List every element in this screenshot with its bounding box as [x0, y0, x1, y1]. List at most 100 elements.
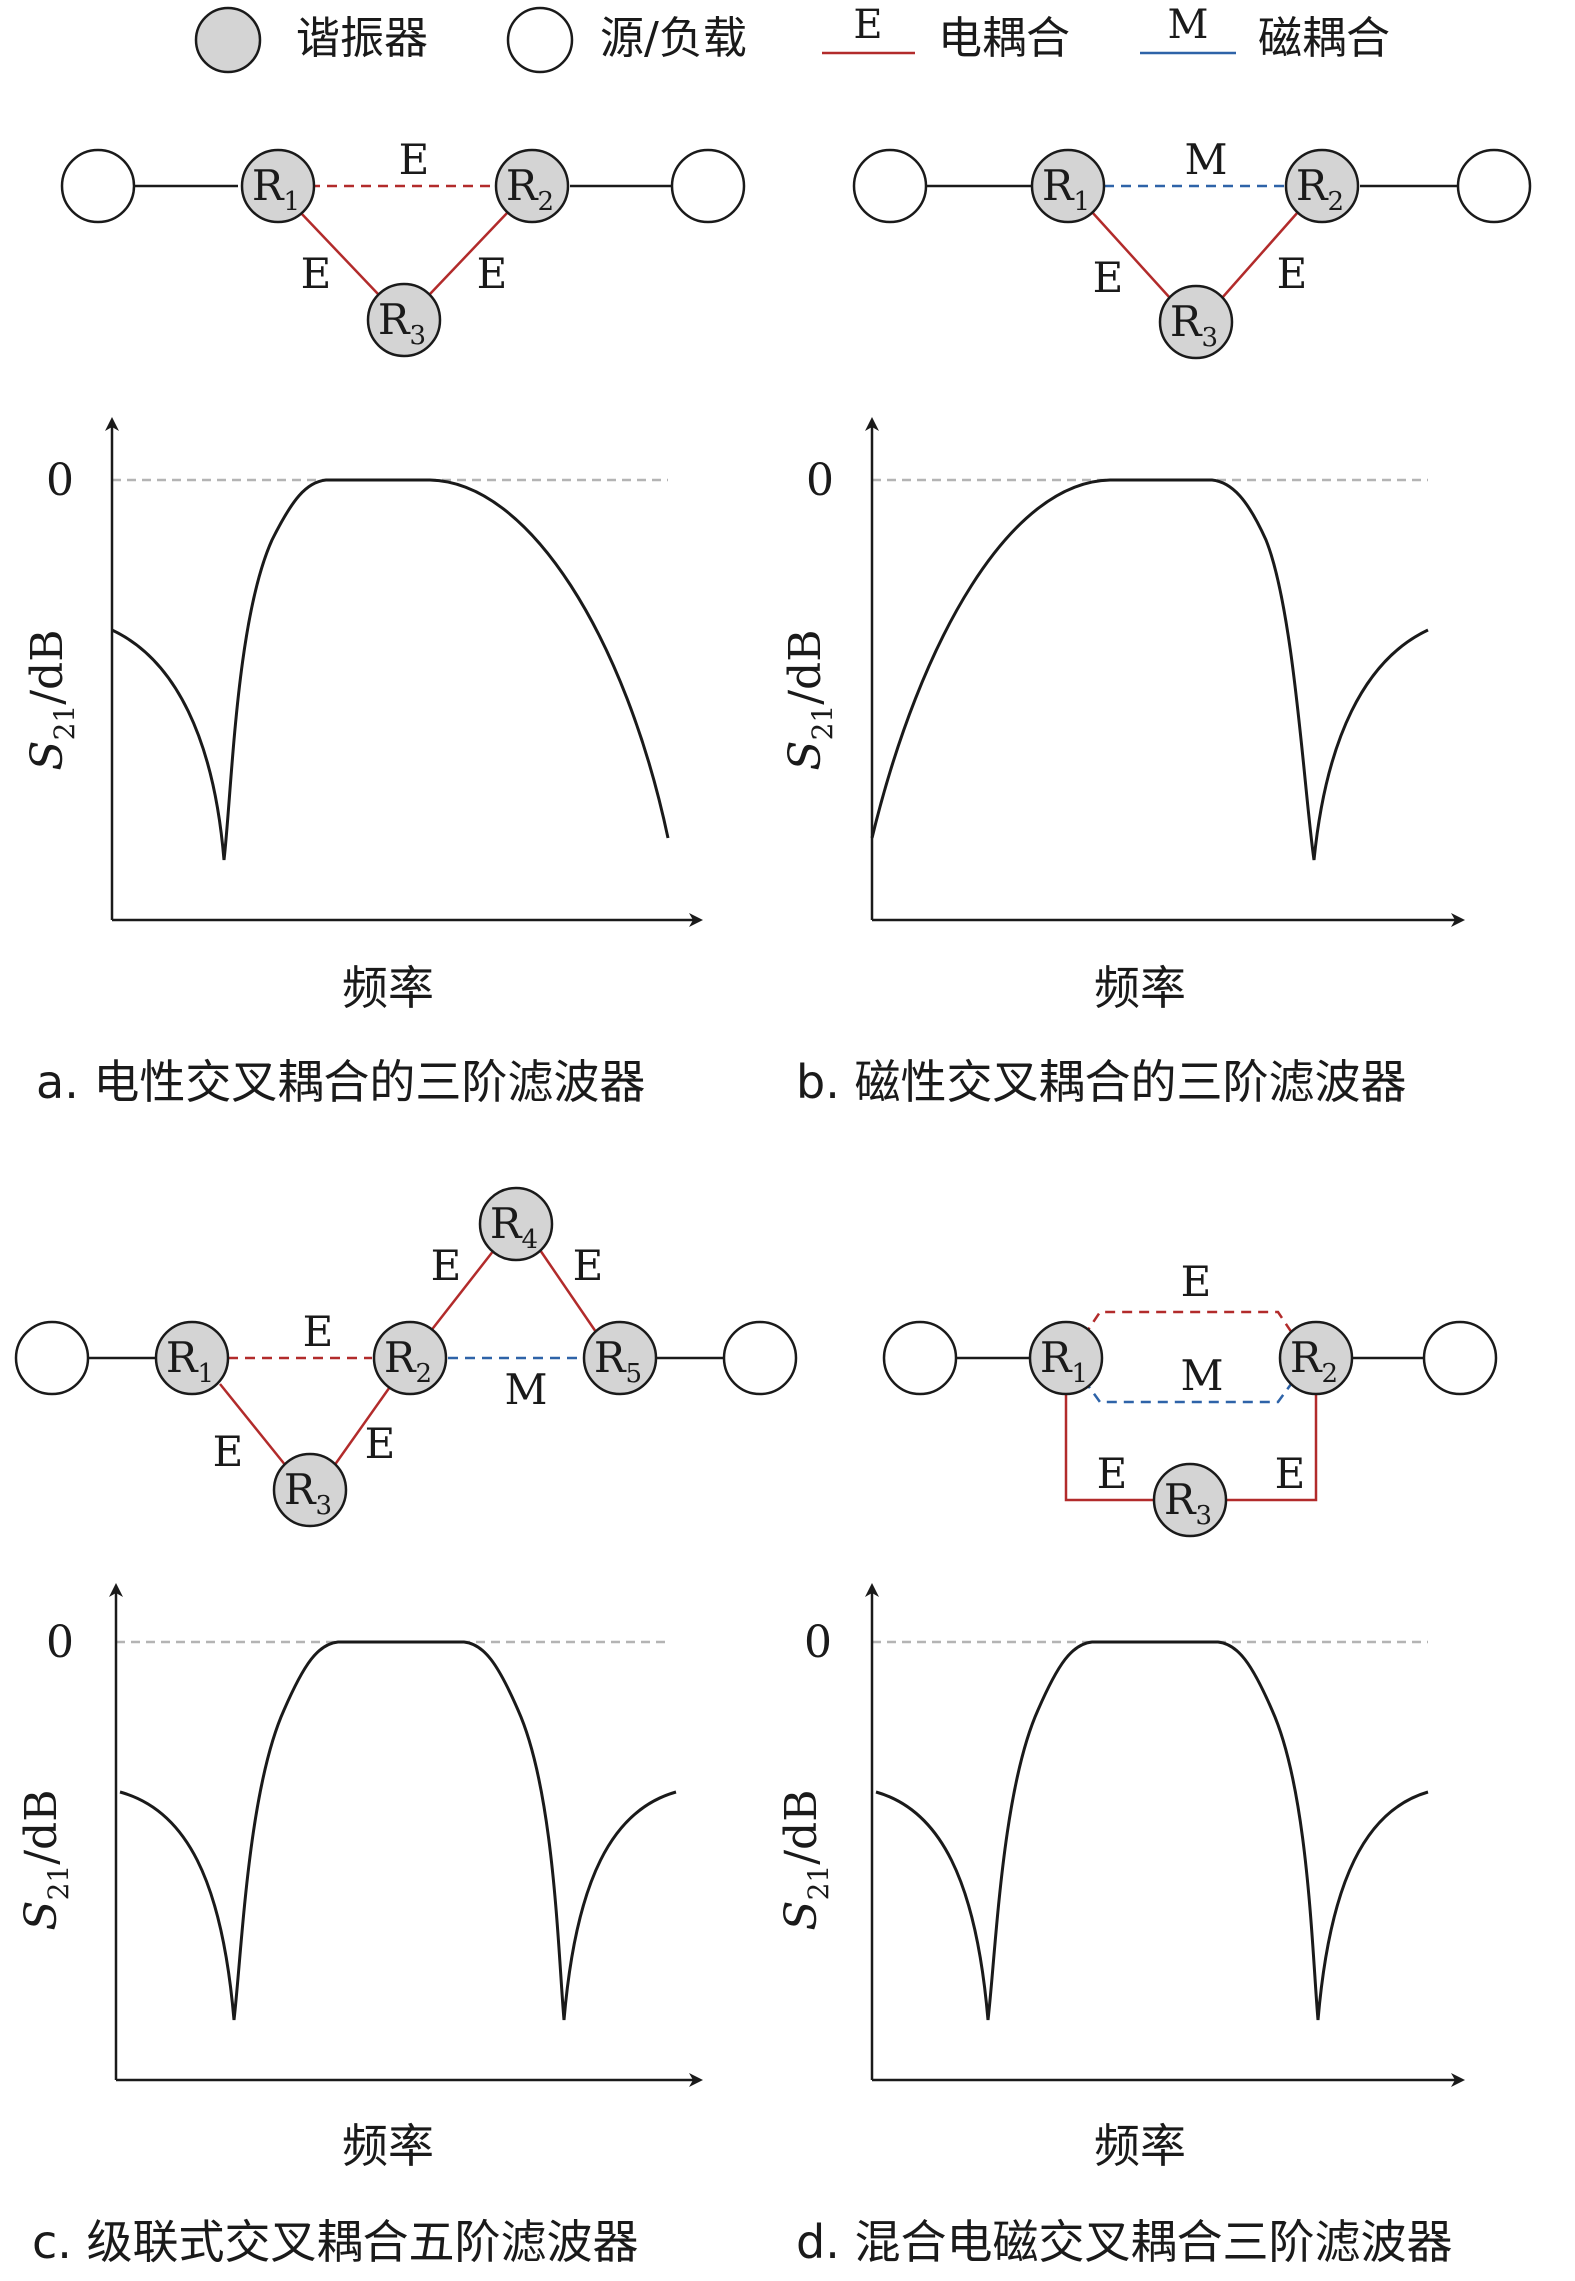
resonator-c-r5-label: R5: [594, 1333, 642, 1389]
panel-d-topology: E M E E R1 R2 R3: [882, 1257, 1498, 1538]
legend-electric-label: 电耦合: [938, 13, 1070, 64]
edge-b-r1-r3-label: E: [1093, 253, 1124, 302]
edge-c-r1-r3-label: E: [213, 1427, 244, 1476]
port-c-source: [14, 1320, 90, 1396]
panel-b-topology: M E E R1 R2 R3: [852, 135, 1532, 360]
port-b-load: [1456, 148, 1532, 224]
resonator-b-r3: [1158, 284, 1234, 360]
panel-a-response-curve: [111, 478, 670, 861]
edge-d-r1-r2-magnetic-label: M: [1180, 1351, 1223, 1400]
legend-source-load-label: 源/负载: [600, 13, 747, 64]
resonator-a-r3: [366, 282, 442, 358]
panel-b-y-label: S21/dB: [780, 629, 839, 770]
resonator-c-r4: [478, 1186, 554, 1262]
panel-c-y-label: S21/dB: [16, 1789, 75, 1930]
edge-b-r1-r2-label: M: [1184, 135, 1227, 184]
panel-c-zero-tick: 0: [46, 1617, 74, 1668]
edge-d-r1-r3: [1064, 1394, 1154, 1502]
panel-a-zero-tick: 0: [46, 455, 74, 506]
resonator-c-r1-label: R1: [166, 1333, 214, 1389]
panel-b-zero-tick: 0: [806, 455, 834, 506]
panel-a-topology: E E E R1 R2 R3: [60, 135, 746, 358]
legend-resonator-icon: [194, 6, 262, 74]
legend-resonator-label: 谐振器: [296, 13, 428, 64]
panel-c-plot: 0 S21/dB 频率 c. 级联式交叉耦合五阶滤波器: [16, 1583, 703, 2269]
resonator-b-r2-label: R2: [1296, 161, 1344, 217]
resonator-d-r3-label: R3: [1164, 1475, 1212, 1531]
panel-d-x-label: 频率: [1094, 2119, 1186, 2173]
panel-c-caption: c. 级联式交叉耦合五阶滤波器: [32, 2215, 639, 2269]
resonator-c-r3: [272, 1452, 348, 1528]
edge-d-r1-r3-label: E: [1097, 1449, 1128, 1498]
resonator-a-r1-label: R1: [252, 161, 300, 217]
edge-a-r3-r2: [429, 211, 509, 295]
resonator-d-r1-label: R1: [1040, 1333, 1088, 1389]
edge-a-r3-r2-label: E: [477, 249, 508, 298]
port-b-source: [852, 148, 928, 224]
resonator-c-r2-label: R2: [384, 1333, 432, 1389]
edge-c-r1-r3: [219, 1383, 287, 1467]
resonator-a-r2: [494, 148, 570, 224]
resonator-d-r2: [1278, 1320, 1354, 1396]
panel-d-zero-tick: 0: [804, 1617, 832, 1668]
legend-magnetic-symbol: M: [1168, 2, 1209, 48]
edge-d-r3-r2: [1226, 1394, 1318, 1502]
resonator-b-r2: [1284, 148, 1360, 224]
panel-d-response-curve: [875, 1640, 1429, 2021]
port-c-load: [722, 1320, 798, 1396]
edge-c-r3-r2: [332, 1383, 394, 1467]
panel-c-x-label: 频率: [342, 2119, 434, 2173]
panel-d-caption: d. 混合电磁交叉耦合三阶滤波器: [796, 2215, 1452, 2269]
edge-c-r2-r5-label: M: [504, 1365, 547, 1414]
resonator-b-r1-label: R1: [1042, 161, 1090, 217]
edge-c-r3-r2-label: E: [365, 1419, 396, 1468]
panel-b-plot: 0 S21/dB 频率 b. 磁性交叉耦合的三阶滤波器: [780, 417, 1465, 1109]
port-a-load: [670, 148, 746, 224]
edge-a-r1-r3: [299, 211, 379, 295]
edge-b-r1-r3: [1091, 211, 1171, 299]
resonator-c-r2: [372, 1320, 448, 1396]
edge-b-r3-r2: [1221, 211, 1299, 299]
resonator-c-r1: [154, 1320, 230, 1396]
panel-c-topology: E E E E E M R1 R2 R3 R4 R5: [14, 1186, 798, 1528]
panel-b-x-label: 频率: [1094, 961, 1186, 1015]
port-d-load: [1422, 1320, 1498, 1396]
edge-c-r2-r4: [429, 1249, 495, 1333]
panel-a-caption: a. 电性交叉耦合的三阶滤波器: [36, 1055, 645, 1109]
port-d-source: [882, 1320, 958, 1396]
legend-magnetic-label: 磁耦合: [1258, 13, 1390, 64]
legend: 谐振器 源/负载 E 电耦合 M 磁耦合: [194, 2, 1390, 74]
edge-c-r1-r2-label: E: [303, 1307, 334, 1356]
panel-a-plot: 0 S21/dB 频率 a. 电性交叉耦合的三阶滤波器: [22, 417, 703, 1109]
resonator-b-r3-label: R3: [1170, 297, 1218, 353]
panel-c-response-curve: [119, 1640, 677, 2021]
resonator-d-r3: [1152, 1462, 1228, 1538]
edge-d-r1-r2-electric-label: E: [1181, 1257, 1212, 1306]
edge-c-r2-r4-label: E: [431, 1241, 462, 1290]
resonator-b-r1: [1030, 148, 1106, 224]
edge-d-r3-r2-label: E: [1275, 1449, 1306, 1498]
resonator-c-r4-label: R4: [490, 1199, 538, 1255]
resonator-a-r2-label: R2: [506, 161, 554, 217]
edge-a-r1-r2-label: E: [399, 135, 430, 184]
panel-a-x-label: 频率: [342, 961, 434, 1015]
panel-b-response-curve: [870, 478, 1429, 861]
edge-d-r1-r2-electric: [1082, 1310, 1296, 1337]
panel-a-y-label: S21/dB: [22, 629, 81, 770]
port-a-source: [60, 148, 136, 224]
panel-d-y-label: S21/dB: [776, 1789, 835, 1930]
resonator-c-r5: [582, 1320, 658, 1396]
edge-a-r1-r3-label: E: [301, 249, 332, 298]
legend-port-icon: [506, 6, 574, 74]
resonator-a-r3-label: R3: [378, 295, 426, 351]
panel-d-plot: 0 S21/dB 频率 d. 混合电磁交叉耦合三阶滤波器: [776, 1583, 1465, 2269]
legend-electric-symbol: E: [853, 2, 882, 48]
edge-c-r4-r5: [538, 1249, 598, 1333]
edge-c-r4-r5-label: E: [573, 1241, 604, 1290]
resonator-d-r1: [1028, 1320, 1104, 1396]
panel-b-caption: b. 磁性交叉耦合的三阶滤波器: [796, 1055, 1406, 1109]
resonator-d-r2-label: R2: [1290, 1333, 1338, 1389]
resonator-a-r1: [240, 148, 316, 224]
